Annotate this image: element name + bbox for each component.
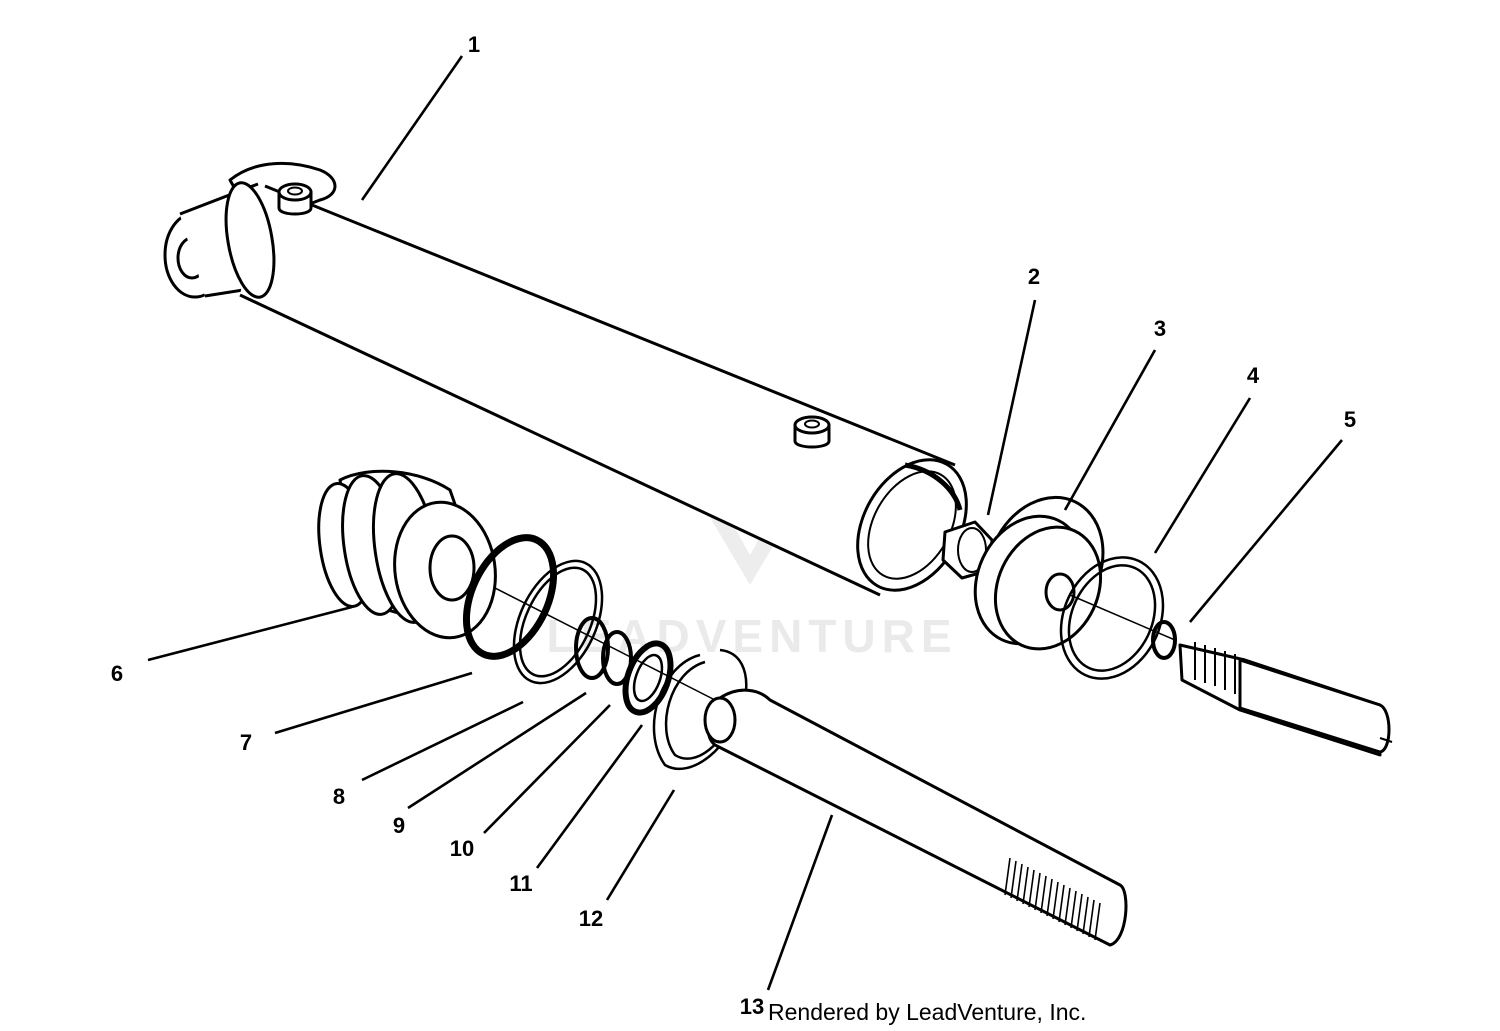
piston [973,495,1105,651]
callout-labels: 1 2 3 4 5 6 7 8 9 10 11 12 13 [111,32,1356,1019]
leader-lines [147,55,1343,991]
callout-12: 12 [579,906,603,931]
callout-2: 2 [1028,264,1040,289]
wiper-seal [462,534,558,660]
watermark-text: LEADVENTURE [546,610,957,662]
cylinder-barrel [163,161,968,600]
callout-4: 4 [1247,363,1260,388]
callout-3: 3 [1154,316,1166,341]
backup-washer [512,559,604,685]
callout-6: 6 [111,661,123,686]
render-credit: Rendered by LeadVenture, Inc. [768,999,1086,1025]
port-fitting-rear [277,182,313,216]
piston-seal [1059,556,1165,680]
port-fitting-front [793,415,831,449]
callout-11: 11 [509,871,532,896]
callout-10: 10 [450,836,474,861]
rod-seal [574,616,610,680]
rod-o-ring [601,630,633,686]
callout-5: 5 [1344,407,1356,432]
o-ring-small [1151,620,1177,660]
callout-9: 9 [393,813,405,838]
piston-rod [703,688,1128,947]
gland [317,469,497,640]
rod-threaded-end-right [1178,642,1393,757]
callout-1: 1 [468,32,480,57]
callout-13: 13 [740,994,764,1019]
callout-7: 7 [240,730,252,755]
callout-8: 8 [333,784,345,809]
retaining-washer [622,640,674,716]
